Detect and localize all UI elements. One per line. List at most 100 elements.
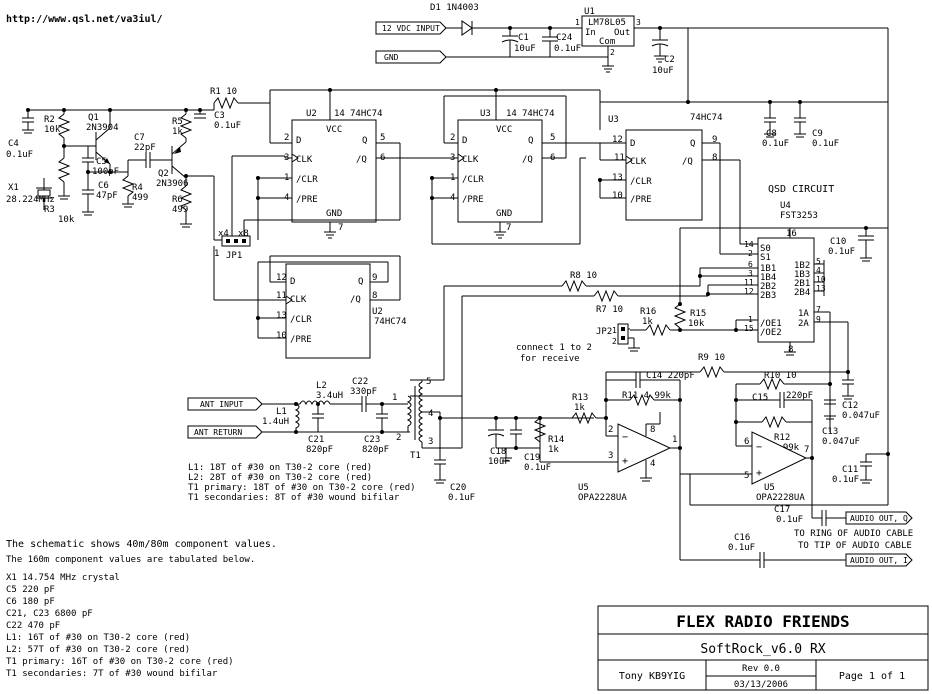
u1-pin1: 1: [575, 18, 580, 27]
r1-label: R1 10: [210, 87, 237, 97]
u4-mux: [757, 237, 815, 343]
jp1-ref: JP1: [226, 251, 242, 261]
c12-ref: C12: [842, 401, 858, 411]
title-block-author: Tony KB9YIG: [619, 671, 685, 682]
u4-pin15: 15: [744, 324, 754, 333]
l2-ref: L2: [316, 381, 327, 391]
ring-note: TO RING OF AUDIO CABLE: [794, 529, 913, 539]
r3-value: 10k: [58, 215, 75, 225]
u4-pin11: 11: [744, 278, 754, 287]
flip-flop-b: U3 74HC74 VCC 14 D CLK /CLR /PRE Q /Q GN…: [450, 109, 555, 233]
c13-value: 0.047uF: [822, 437, 860, 447]
values-note-line1: The schematic shows 40m/80m component va…: [6, 539, 277, 550]
values-item-c5: C5 220 pF: [6, 585, 55, 595]
ff-c-part: 74HC74: [690, 113, 723, 123]
u4-pin3: 3: [748, 269, 753, 278]
ff-a-pin-q: 5: [380, 133, 385, 143]
ff-d-pin-nq: 8: [372, 291, 377, 301]
values-item-l1: L1: 16T of #30 on T30-2 core (red): [6, 633, 190, 643]
u1-ground-symbol: [602, 65, 614, 73]
inductor-l2: [299, 400, 331, 406]
jp2-note-1: connect 1 to 2: [516, 343, 592, 353]
tip-note: TO TIP OF AUDIO CABLE: [798, 541, 912, 551]
ff-b-q: Q: [528, 136, 533, 146]
jp2-pin2: 2: [612, 337, 617, 346]
u4-1b2: 1B2: [794, 261, 810, 271]
ff-c-pin-nq: 8: [712, 153, 717, 163]
u4-s1: S1: [760, 253, 771, 263]
u4-pin13: 13: [816, 284, 826, 293]
r12-ref: R12: [774, 433, 790, 443]
ff-b-d: D: [462, 136, 467, 146]
jumper-jp2[interactable]: [617, 323, 629, 345]
ant-input-label: ANT INPUT: [200, 400, 244, 409]
c11-ref: C11: [842, 465, 858, 475]
r15-value: 10k: [688, 319, 705, 329]
coil-notes: L1: 18T of #30 on T30-2 core (red) L2: 2…: [188, 463, 416, 503]
ff-c-ref: U3: [608, 115, 619, 125]
r16-ref: R16: [640, 307, 656, 317]
u4-2b3: 2B3: [760, 291, 776, 301]
r15-ref: R15: [690, 309, 706, 319]
u1-out: Out: [614, 28, 630, 38]
coil-note-1: L1: 18T of #30 on T30-2 core (red): [188, 463, 372, 473]
ff-d-ref: U2: [372, 307, 383, 317]
ff-c-nq: /Q: [682, 157, 693, 167]
u4-pin7: 7: [816, 305, 821, 314]
q2-ref: Q2: [158, 169, 169, 179]
u4-1b1: 1B1: [760, 264, 776, 274]
t1-pin5: 5: [426, 377, 431, 387]
c22-ref: C22: [352, 377, 368, 387]
c23-ref: C23: [364, 435, 380, 445]
vdc-input-label: 12 VDC INPUT: [382, 24, 440, 33]
c9-ref: C9: [812, 129, 823, 139]
u5b-ref: U5: [764, 483, 775, 493]
u1-ref: U1: [584, 7, 595, 17]
u4-pin9: 9: [816, 315, 821, 324]
u4-oe1: /OE1: [760, 319, 782, 329]
flip-flop-a-wires: [244, 103, 450, 240]
c3-ref: C3: [214, 111, 225, 121]
c4-ref: C4: [8, 139, 19, 149]
ff-b-pin-gnd: 7: [506, 223, 511, 233]
ff-d-pin-d: 12: [276, 273, 287, 283]
r2-value: 10k: [44, 125, 61, 135]
source-url: http://www.qsl.net/va3iul/: [6, 13, 163, 25]
l1-value: 1.4uH: [262, 417, 289, 427]
q2-part: 2N3906: [156, 179, 189, 189]
jumper-jp1[interactable]: [221, 235, 251, 247]
crystal-x1: [36, 178, 52, 210]
u4-part: FST3253: [780, 211, 818, 221]
opamp-u5a: − +: [617, 423, 672, 473]
ff-a-d: D: [296, 136, 301, 146]
ff-b-clk: CLK: [462, 155, 479, 165]
ff-a-q: Q: [362, 136, 367, 146]
svg-text:+: +: [756, 468, 762, 479]
c1-ref: C1: [518, 33, 529, 43]
decoupling-caps: C8 0.1uF C9 0.1uF C10 0.1uF: [762, 100, 874, 262]
u4-pin4: 4: [816, 266, 821, 275]
r13-value: 1k: [574, 403, 585, 413]
c24-value: 0.1uF: [554, 44, 581, 54]
ff-a-pin-gnd: 7: [338, 223, 343, 233]
values-item-c21-c23: C21, C23 6800 pF: [6, 609, 93, 619]
ff-d-pre: /PRE: [290, 335, 312, 345]
u4-s0: S0: [760, 244, 771, 254]
transistor-q2: [171, 141, 187, 179]
transformer-t1: [406, 381, 424, 443]
ff-a-vcc: VCC: [326, 125, 342, 135]
jp2-pin1: 1: [612, 326, 617, 335]
inductor-l1: [294, 403, 300, 432]
c7-value: 22pF: [134, 143, 156, 153]
values-item-x1: X1 14.754 MHz crystal: [6, 573, 120, 583]
transistor-q1: [95, 127, 111, 165]
x1-value: 28.224MHz: [6, 195, 55, 205]
ff-d-pin-pre: 10: [276, 331, 287, 341]
opamp-section: R13 1k − + 2 3 8 4 1 U5 OPA2228UA: [571, 353, 913, 568]
t1-ref: T1: [410, 451, 421, 461]
title-block-rev: Rev 0.0: [742, 664, 780, 674]
u5a-part: OPA2228UA: [578, 493, 627, 503]
u1-pin2: 2: [610, 48, 615, 57]
ff-a-part: 74HC74: [350, 109, 383, 119]
title-block-title: SoftRock_v6.0 RX: [700, 642, 825, 657]
